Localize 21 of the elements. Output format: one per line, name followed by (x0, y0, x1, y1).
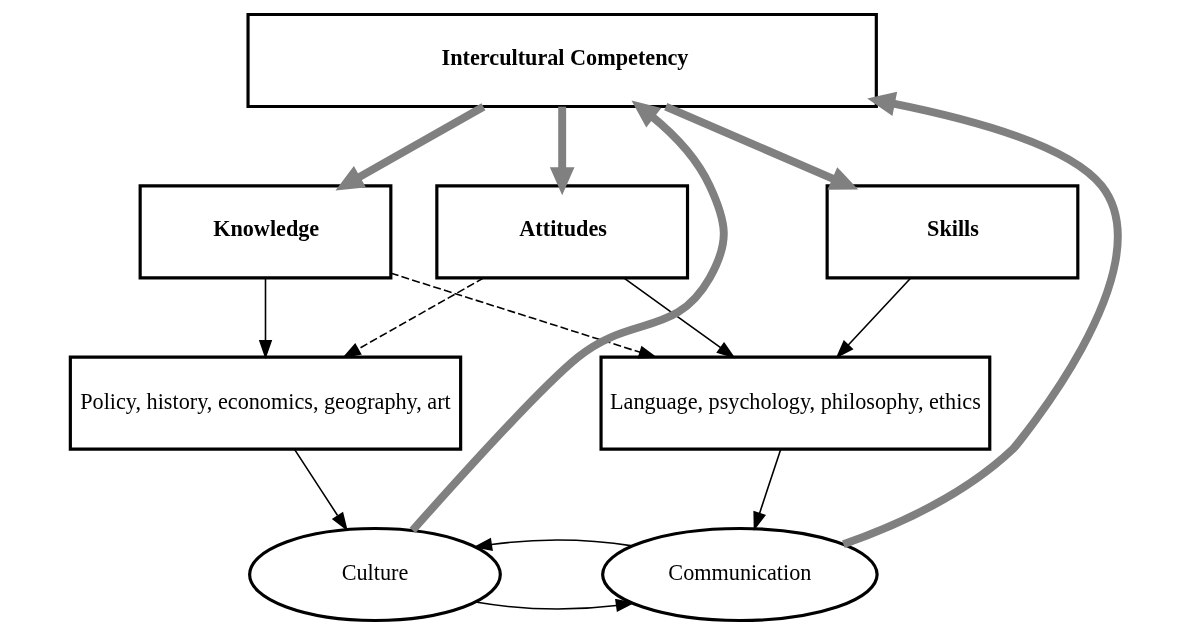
arrow (409, 100, 728, 533)
node-ellipse: Culture (248, 526, 502, 623)
arrow (258, 277, 273, 360)
arrow (623, 277, 736, 359)
node-ellipse: Communication (601, 526, 879, 623)
node-box: Language, psychology, philosophy, ethics (599, 355, 992, 451)
arrow (342, 277, 485, 359)
arrow (293, 448, 348, 532)
arrow (753, 448, 782, 531)
arrow (335, 103, 486, 191)
node-box: Skills (825, 184, 1080, 280)
arrow (473, 537, 634, 552)
arrow (474, 598, 635, 613)
node-box: Intercultural Competency (246, 12, 878, 109)
arrow (835, 277, 912, 359)
arrow (390, 272, 658, 359)
node-box: Policy, history, economics, geography, art (68, 355, 463, 451)
node-box: Knowledge (138, 184, 393, 280)
arrow (842, 91, 1122, 548)
node-box: Attitudes (435, 184, 690, 280)
arrow (664, 103, 859, 190)
